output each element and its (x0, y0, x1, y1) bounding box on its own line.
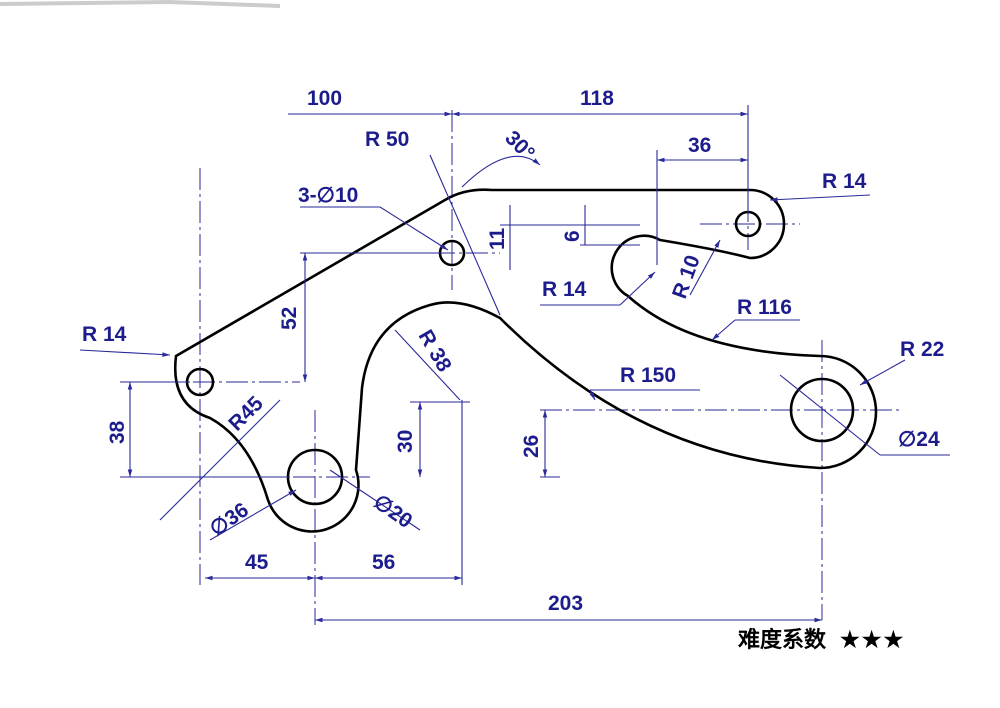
dim-52: 52 (278, 307, 301, 330)
scan-smudge (0, 0, 281, 8)
dim-30: 30 (394, 430, 417, 453)
part-outline (173, 188, 878, 533)
dim-r150: R 150 (620, 364, 676, 387)
dim-r38: R 38 (414, 326, 456, 376)
hole-boss (789, 377, 855, 443)
dim-45: 45 (245, 551, 269, 574)
dim-38: 38 (106, 420, 129, 444)
dim-r45: R45 (224, 392, 268, 436)
dim-r14-left: R 14 (82, 323, 127, 346)
dim-r50: R 50 (365, 128, 409, 151)
dim-203: 203 (548, 592, 583, 615)
dim-dia20: ∅20 (369, 490, 416, 533)
dim-6: 6 (561, 230, 584, 242)
difficulty-rating: 难度系数 ★★★ (738, 622, 905, 654)
dim-118: 118 (580, 87, 614, 110)
dim-11: 11 (486, 227, 509, 250)
dim-r14-slot: R 14 (542, 278, 587, 301)
dim-36: 36 (688, 134, 711, 157)
dim-100: 100 (307, 87, 342, 110)
centerlines (160, 110, 900, 625)
dim-dia36: ∅36 (206, 498, 253, 541)
dim-26: 26 (520, 435, 543, 458)
dim-r14-right: R 14 (822, 170, 867, 193)
dimension-lines (79, 105, 950, 623)
difficulty-label: 难度系数 (738, 627, 827, 653)
dim-56: 56 (372, 551, 395, 574)
dim-angle-30: 30° (500, 126, 539, 165)
dim-3-holes-10: 3-∅10 (298, 184, 358, 207)
dim-dia24: ∅24 (898, 428, 940, 451)
dim-r116: R 116 (737, 296, 792, 319)
difficulty-stars: ★★★ (840, 627, 906, 653)
dim-r22: R 22 (900, 338, 944, 361)
